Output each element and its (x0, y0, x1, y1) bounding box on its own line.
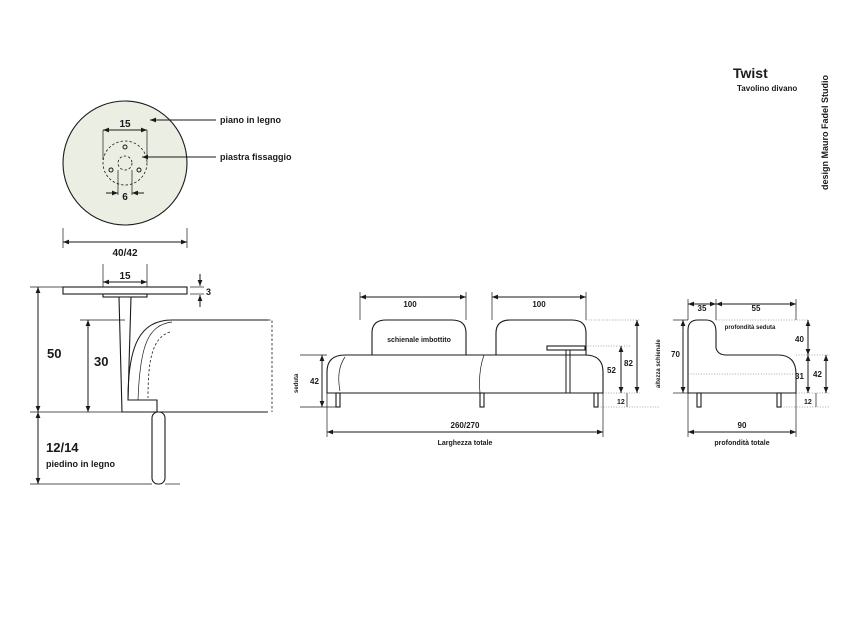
dim-foot-label: 12/14 (46, 440, 79, 455)
dim-table-height-label: 52 (607, 366, 616, 375)
side-detail-view: 15 3 50 30 12/14 piedino in legno (30, 264, 273, 485)
dim-hole-label: 6 (122, 192, 128, 203)
dim-leg-label: 12 (804, 399, 812, 406)
label-total-depth: profondità totale (714, 440, 769, 447)
dim-seat-depth-label: 55 (752, 304, 761, 313)
dim-thickness-label: 3 (206, 287, 211, 297)
dim-height-label: 70 (671, 350, 680, 359)
dim-width-label: 260/270 (451, 421, 480, 430)
armrest-inner (147, 331, 171, 399)
table-top-board (62, 286, 188, 295)
dim-depth-label: 90 (738, 421, 747, 430)
backrest-cushion (371, 319, 467, 355)
dim-seat-height-label: 42 (813, 370, 822, 379)
subtitle: Tavolino divano (737, 84, 797, 93)
screw-hole (108, 167, 114, 173)
front-view: 100 100 schienale imbottito 42 seduta 52 (294, 292, 662, 447)
label-fixing-plate: piastra fissaggio (220, 152, 292, 162)
sofa-leg (593, 392, 599, 408)
dim-back-height-label: 82 (624, 359, 633, 368)
dim-leg-label: 12 (617, 399, 625, 406)
wooden-foot (151, 411, 166, 485)
screw-hole (122, 144, 128, 150)
label-wooden-foot: piedino in legno (46, 459, 115, 469)
sofa-leg (696, 392, 702, 408)
design-credit: design Mauro Fadel Studio (820, 74, 830, 190)
armrest-outline (127, 319, 268, 401)
dim-seat-thickness-label: 31 (795, 372, 804, 381)
sofa-profile-body (687, 319, 797, 394)
seam-line (479, 354, 485, 394)
title: Twist (733, 65, 768, 81)
label-seat-depth: profondità seduta (725, 325, 776, 331)
side-table-top (546, 345, 586, 351)
dim-back-right-label: 100 (532, 300, 546, 309)
dim-back-depth-label: 35 (698, 304, 707, 313)
fixing-plate-outline (102, 140, 148, 186)
armrest-cut (268, 319, 273, 412)
label-back-height: altezza schienale (656, 339, 662, 388)
dim-arm-height-label: 30 (94, 354, 108, 369)
dim-seat-height-label: 42 (310, 377, 319, 386)
label-seat-height: seduta (294, 373, 300, 393)
top-view: 15 6 piano in legno piastra fissaggio 40… (62, 100, 292, 259)
sofa-leg (335, 392, 341, 408)
sofa-seat (326, 354, 604, 394)
label-total-width: Larghezza totale (438, 440, 493, 447)
dim-diameter-label: 40/42 (112, 248, 137, 259)
label-table-top: piano in legno (220, 115, 281, 125)
label-backrest: schienale imbottito (387, 337, 451, 344)
screw-hole (136, 167, 142, 173)
dim-top-gap-label: 40 (795, 335, 804, 344)
dim-total-height-label: 50 (47, 346, 61, 361)
seam-line (338, 356, 346, 392)
dim-back-left-label: 100 (403, 300, 417, 309)
dim-plate-label: 15 (119, 119, 131, 130)
sofa-leg (776, 392, 782, 408)
center-hole (117, 155, 133, 171)
sofa-leg (479, 392, 485, 408)
profile-view: 35 55 profondità seduta 70 40 31 42 12 9… (671, 299, 830, 447)
dim-plate-side-label: 15 (119, 271, 131, 282)
armrest-padding (137, 321, 173, 401)
table-top-circle (62, 100, 188, 226)
